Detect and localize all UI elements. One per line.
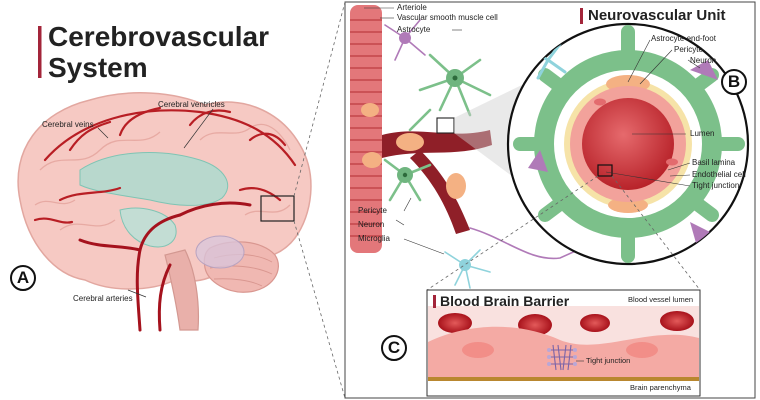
label-cerebral-ventricles: Cerebral ventricles bbox=[158, 100, 225, 109]
panel-c-title: Blood Brain Barrier bbox=[440, 293, 570, 309]
label-microglia: Microglia bbox=[358, 234, 391, 243]
label-cerebral-veins: Cerebral veins bbox=[42, 120, 94, 129]
title-accent-bar bbox=[38, 26, 42, 78]
label-endothelial-cell: Endothelial cell bbox=[692, 170, 746, 179]
label-vascular-smooth-muscle: Vascular smooth muscle cell bbox=[397, 13, 498, 22]
badge-b: B bbox=[721, 69, 747, 95]
nvu-cross-section bbox=[506, 22, 750, 266]
label-blood-vessel-lumen: Blood vessel lumen bbox=[628, 295, 694, 304]
panel-a-title-line2: System bbox=[48, 52, 148, 83]
label-tight-junction-c: Tight junction bbox=[586, 356, 631, 365]
label-astrocyte-end-foot: Astrocyte end-foot bbox=[651, 34, 716, 43]
label-brain-parenchyma: Brain parenchyma bbox=[630, 383, 691, 392]
label-basil-lamina: Basil lamina bbox=[692, 158, 736, 167]
badge-c: C bbox=[381, 335, 407, 361]
label-pericyte-right: Pericyte bbox=[674, 45, 703, 54]
bbb-section bbox=[426, 175, 701, 397]
label-neuron-left: Neuron bbox=[358, 220, 385, 229]
label-astrocyte: Astrocyte bbox=[397, 25, 431, 34]
panel-a-title-line1: Cerebrovascular bbox=[48, 21, 270, 52]
label-tight-junction-b: Tight junction bbox=[692, 181, 740, 190]
label-cerebral-arteries: Cerebral arteries bbox=[73, 294, 133, 303]
label-lumen: Lumen bbox=[690, 129, 715, 138]
label-neuron-right: Neuron bbox=[690, 56, 717, 65]
label-arteriole: Arteriole bbox=[397, 3, 427, 12]
brain-illustration bbox=[17, 92, 312, 332]
badge-a: A bbox=[10, 265, 36, 291]
panel-b-title: Neurovascular Unit bbox=[588, 7, 726, 24]
label-pericyte-left: Pericyte bbox=[358, 206, 387, 215]
